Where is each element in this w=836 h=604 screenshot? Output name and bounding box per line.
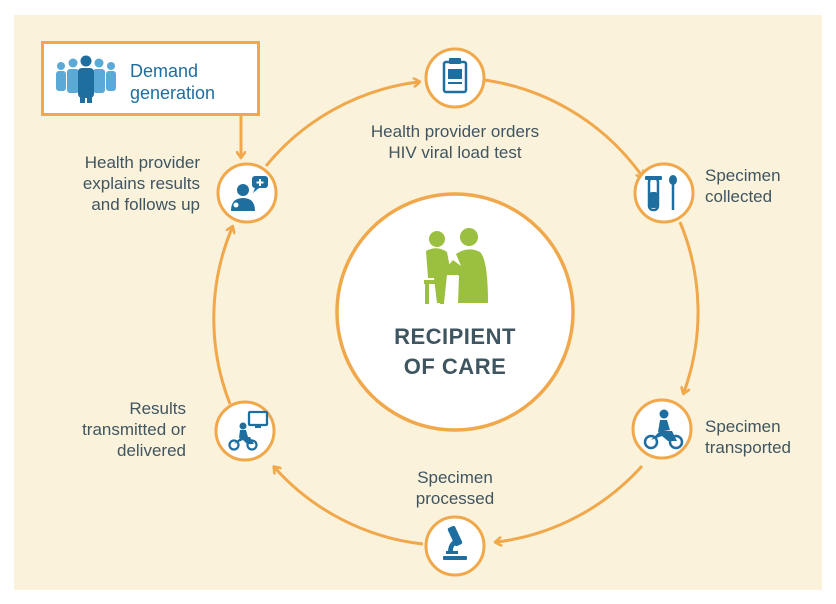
step-label-followup: Health provider explains results and fol… [30,152,200,215]
arc-followup-to-order [264,82,418,167]
motorcycle-computer-icon [228,410,269,451]
arc-order-to-collect [478,77,642,176]
demand-line-2: generation [130,83,216,103]
clipboard-icon [442,58,468,94]
step-followup-line-1: Health provider [84,153,200,172]
step-order-line-2: HIV viral load test [388,143,522,162]
step-processed-line-1: Specimen [417,468,493,487]
node-transported [631,398,693,460]
node-results [214,400,276,462]
step-results-line-2: transmitted or [82,420,186,439]
crowd-icon [56,55,116,103]
test-tube-swab-icon [645,175,677,212]
center-circle [335,192,575,432]
doctor-chat-icon [231,176,268,211]
arc-collect-to-transport [678,221,700,392]
step-order-line-1: Health provider orders [370,122,540,141]
demand-generation-label: Demand generation [130,60,215,104]
center-title-line-2: OF CARE [403,354,507,379]
step-label-results: Results transmitted or delivered [40,398,186,461]
step-label-transported: Specimen transported [705,416,825,458]
step-collected-line-1: Specimen [705,166,781,185]
node-followup [216,162,278,224]
step-results-line-3: delivered [117,441,186,460]
step-followup-line-2: explains results [82,174,200,193]
arc-transport-to-process [497,464,644,542]
step-transported-line-1: Specimen [705,417,781,436]
step-collected-line-2: collected [705,187,773,206]
step-label-order: Health provider orders HIV viral load te… [350,121,560,163]
node-order [424,47,486,109]
demand-line-1: Demand [130,61,199,81]
microscope-icon [443,525,467,560]
node-collected [633,162,695,224]
step-label-processed: Specimen processed [380,467,530,509]
arc-results-to-followup [212,228,232,405]
step-results-line-1: Results [129,399,186,418]
step-followup-line-3: and follows up [91,195,200,214]
node-processed [424,515,486,577]
demand-generation-box: Demand generation [41,41,260,116]
arc-process-to-results [275,468,424,546]
step-label-collected: Specimen collected [705,165,825,207]
step-transported-line-2: transported [705,438,791,457]
step-processed-line-2: processed [415,489,495,508]
patient-doctor-icon [424,228,488,304]
motorcycle-icon [643,409,684,450]
center-title: RECIPIENT OF CARE [340,322,570,382]
center-title-line-1: RECIPIENT [394,324,516,349]
